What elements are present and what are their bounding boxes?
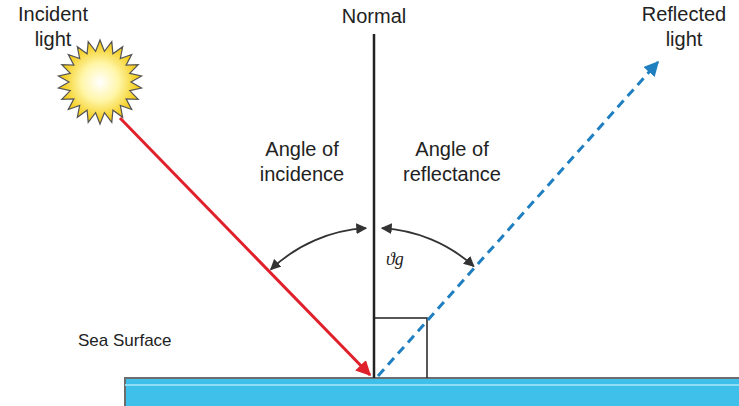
sun-icon	[58, 40, 141, 124]
reflected-ray	[378, 62, 658, 376]
right-angle-mark	[374, 318, 427, 378]
angle-symbol: ϑg	[386, 248, 404, 271]
normal-line	[373, 34, 376, 378]
normal-label: Normal	[342, 4, 406, 29]
reflectance-angle-label: Angle of reflectance	[391, 137, 513, 187]
incidence-angle-label: Angle of incidence	[246, 137, 358, 187]
reflected-light-label: Reflected light	[634, 2, 734, 52]
incidence-angle-arc	[271, 228, 366, 269]
sea-surface	[125, 378, 739, 406]
sea-highlight	[125, 384, 739, 386]
sea-surface-label: Sea Surface	[78, 330, 172, 351]
incident-light-label: Incident light	[3, 2, 103, 52]
